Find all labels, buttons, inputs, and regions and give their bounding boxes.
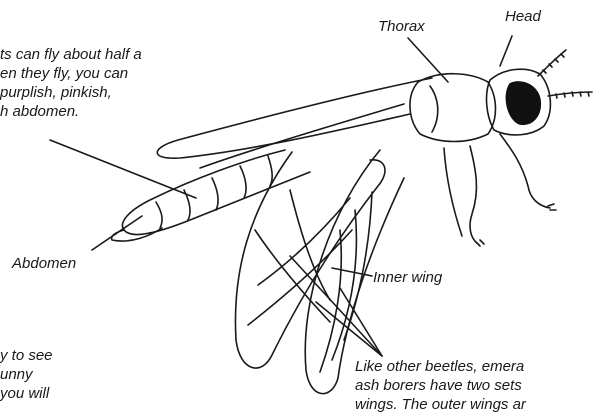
abdomen-segment-3 [212,178,218,210]
leader-abdomen-caption [50,140,196,198]
leader-wings-2 [340,288,382,356]
label-inner-wing: Inner wing [373,268,442,287]
leg-front-foot [548,204,556,210]
caption-top-line: h abdomen. [0,102,142,121]
outer-wing [157,78,432,158]
leader-head [500,36,512,66]
label-head: Head [505,7,541,26]
antenna-2 [548,92,592,96]
antenna-1-segments [543,54,564,73]
leader-thorax [408,38,448,82]
abdomen-segment-5 [156,202,162,228]
caption-top-line: ts can fly about half a [0,45,142,64]
caption-bottom-line: ash borers have two sets [355,376,526,395]
leader-wings-3 [316,302,382,356]
caption-bottom-line: Like other beetles, emera [355,357,526,376]
label-abdomen: Abdomen [12,254,76,273]
leg-rear [444,148,462,236]
caption-left: y to see unny you will [0,346,53,403]
label-thorax: Thorax [378,17,425,36]
caption-left-line: you will [0,384,53,403]
leg-front [500,134,550,208]
abdomen-segment-2 [240,166,246,198]
caption-bottom: Like other beetles, emera ash borers hav… [355,357,526,414]
leg-middle [470,146,478,244]
leader-abdomen [92,216,142,250]
caption-left-line: y to see [0,346,53,365]
caption-bottom-line: wings. The outer wings ar [355,395,526,414]
inner-wing-vein-1 [255,230,330,322]
thorax-ridge [430,86,438,132]
caption-top-line: purplish, pinkish, [0,83,142,102]
leg-middle-foot [476,240,484,246]
leader-wings-1 [290,256,382,356]
thorax [410,74,496,142]
abdomen-segment-1 [268,156,272,186]
caption-left-line: unny [0,365,53,384]
eye [506,82,540,124]
caption-top-line: en they fly, you can [0,64,142,83]
caption-top: ts can fly about half a en they fly, you… [0,45,142,121]
